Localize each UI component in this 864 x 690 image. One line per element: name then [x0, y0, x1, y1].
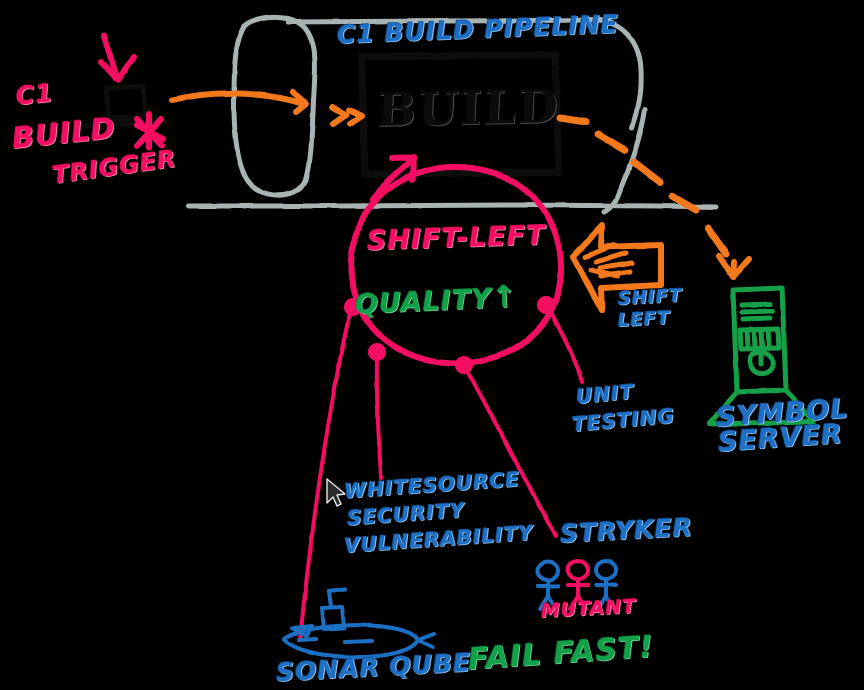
pipeline-outline	[185, 14, 719, 215]
flow-arrow-into-pipeline	[169, 89, 309, 115]
cursor-arrow-icon	[326, 478, 346, 507]
stick-figures-icon	[536, 559, 618, 611]
flow-arrow-to-symbol-server	[556, 114, 730, 258]
quality-feedback-arrow-icon	[370, 154, 417, 203]
shift-left-quality-circle	[347, 163, 565, 367]
trigger-down-arrow-icon	[98, 33, 137, 83]
server-tower-icon	[706, 285, 816, 427]
node-unit-testing	[537, 296, 555, 314]
node-sonarqube	[344, 298, 362, 316]
flow-arrow-to-build	[329, 104, 365, 127]
symbol-server-arrowhead-icon	[716, 253, 752, 280]
submarine-icon	[282, 587, 436, 659]
build-stage-box	[358, 51, 562, 178]
quality-gate-connectors	[298, 310, 584, 642]
connector-unit-testing	[549, 310, 584, 384]
node-stryker	[455, 356, 473, 374]
asterisk-burst-icon	[134, 111, 166, 151]
shift-left-arrow-icon	[570, 222, 664, 313]
connector-stryker	[466, 370, 558, 538]
connector-whitesource	[374, 356, 383, 480]
connector-sonarqube	[298, 310, 352, 642]
node-whitesource	[368, 343, 386, 361]
laptop-icon	[81, 83, 169, 129]
